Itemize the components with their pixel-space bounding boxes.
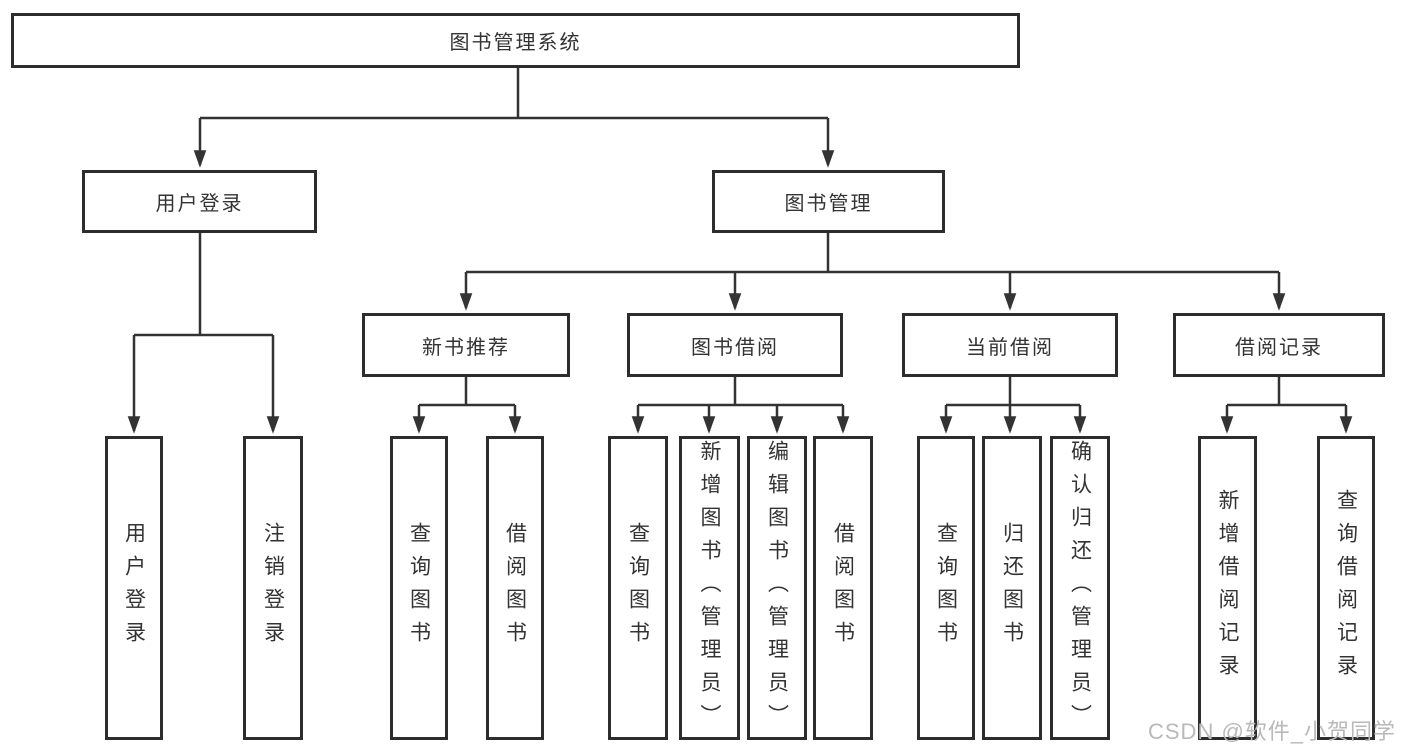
node-root: 图书管理系统 [11, 13, 1020, 68]
node-edit-books-admin: 编辑图书（管理员） [747, 436, 807, 740]
node-add-borrowing-record: 新增借阅记录 [1198, 436, 1257, 740]
node-label: 借阅记录 [1235, 336, 1323, 359]
node-label: 用户登录 [155, 193, 244, 215]
node-borrow-books-leaf: 借阅图书 [813, 436, 873, 740]
node-query-books-recommend: 查询图书 [390, 436, 448, 740]
node-label: 归还图书 [1000, 522, 1024, 654]
node-logout-leaf: 注销登录 [243, 436, 303, 740]
node-query-books-current: 查询图书 [917, 436, 975, 740]
node-borrow-books-recommend: 借阅图书 [486, 436, 544, 740]
node-label: 图书借阅 [691, 336, 779, 359]
node-label: 新增借阅记录 [1216, 489, 1239, 687]
watermark: CSDN @软件_小贺同学 [1148, 719, 1397, 744]
node-label: 借阅图书 [503, 522, 527, 654]
node-borrowing-records: 借阅记录 [1173, 313, 1385, 377]
node-new-book-recommend: 新书推荐 [362, 313, 570, 377]
node-label: 当前借阅 [966, 336, 1054, 359]
node-label: 确认归还（管理员） [1068, 439, 1092, 737]
node-query-borrowing-record: 查询借阅记录 [1317, 436, 1375, 740]
node-book-management: 图书管理 [712, 170, 945, 233]
node-label: 查询图书 [407, 522, 431, 654]
node-return-books-leaf: 归还图书 [982, 436, 1042, 740]
node-add-books-admin: 新增图书（管理员） [679, 436, 740, 740]
node-label: 编辑图书（管理员） [765, 439, 789, 737]
node-query-books-borrowing: 查询图书 [608, 436, 668, 740]
node-user-login-leaf: 用户登录 [105, 436, 163, 740]
node-label: 借阅图书 [831, 522, 855, 654]
node-current-borrowing: 当前借阅 [902, 313, 1118, 377]
node-label: 查询图书 [626, 522, 650, 654]
node-label: 用户登录 [122, 522, 146, 654]
node-label: 新增图书（管理员） [698, 439, 721, 737]
node-label: 新书推荐 [422, 336, 510, 359]
node-label: 图书管理系统 [449, 32, 582, 54]
node-label: 注销登录 [261, 522, 285, 654]
node-user-login-branch: 用户登录 [82, 170, 317, 233]
node-confirm-return-admin: 确认归还（管理员） [1050, 436, 1110, 740]
node-book-borrowing: 图书借阅 [627, 313, 843, 377]
node-label: 查询借阅记录 [1334, 489, 1358, 687]
node-label: 查询图书 [934, 522, 958, 654]
node-label: 图书管理 [784, 193, 873, 215]
